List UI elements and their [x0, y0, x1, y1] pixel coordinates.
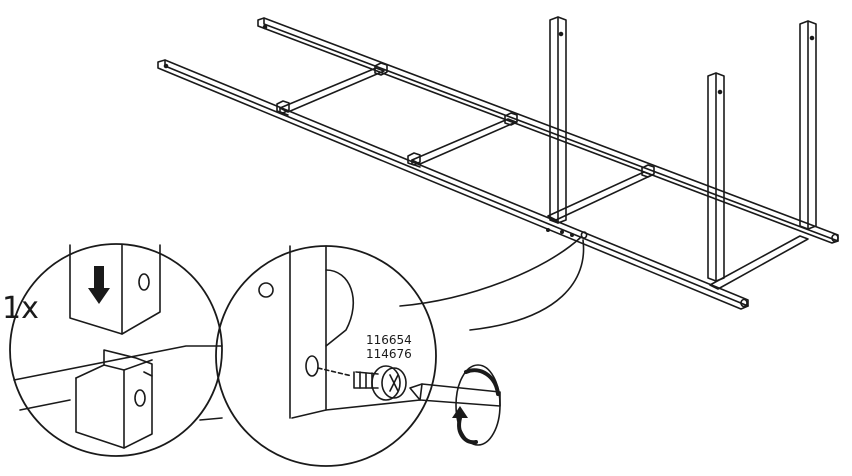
right-rail: [257, 17, 839, 244]
detail-bracket-insertion: [9, 243, 223, 457]
screw-location-marker: [580, 231, 588, 239]
arrow-down-icon: [88, 266, 110, 304]
quantity-label: 1x: [2, 291, 39, 326]
cross-slat: [547, 171, 653, 221]
cross-slat: [709, 235, 809, 290]
callout-line: [469, 239, 585, 331]
bed-frame: [157, 16, 839, 310]
cross-slat: [279, 67, 385, 113]
detail-screw-fastening: [215, 245, 501, 467]
screwdriver: [409, 383, 501, 407]
rotate-clockwise-icon: [452, 364, 501, 446]
cross-slat: [411, 118, 517, 165]
part-number: 114676: [366, 347, 412, 361]
screw: [353, 365, 407, 401]
part-number: 116654: [366, 333, 412, 347]
